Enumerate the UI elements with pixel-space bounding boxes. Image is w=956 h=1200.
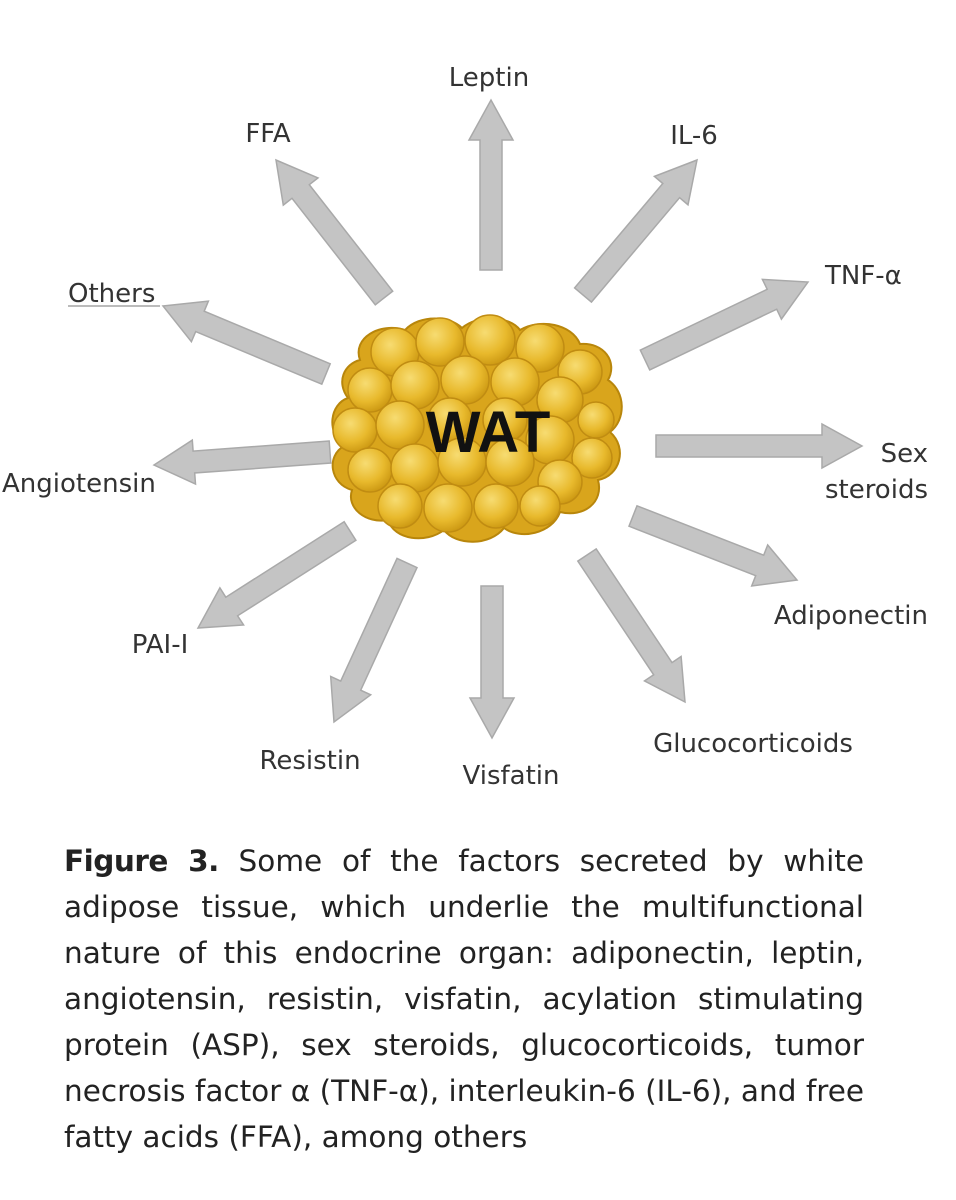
arrow-others xyxy=(161,300,332,386)
label-steroids: steroids xyxy=(825,475,928,505)
arrow-group xyxy=(152,98,864,740)
arrow-glucocorticoids xyxy=(576,547,686,704)
label-visfatin: Visfatin xyxy=(463,761,560,791)
arrow-angiotensin xyxy=(152,438,332,486)
wat-blob: WAT xyxy=(331,314,623,543)
arrow-leptin xyxy=(467,98,515,271)
label-adiponectin: Adiponectin xyxy=(774,601,928,631)
arrow-pai xyxy=(196,520,357,629)
label-resistin: Resistin xyxy=(259,746,360,776)
caption-text: Some of the factors secreted by white ad… xyxy=(64,844,864,1154)
label-ffa: FFA xyxy=(245,119,291,149)
label-sex: Sex xyxy=(881,439,928,469)
label-glucocorticoids: Glucocorticoids xyxy=(653,729,853,759)
label-pai: PAI-I xyxy=(132,630,189,660)
arrow-ffa xyxy=(275,158,394,306)
wat-label: WAT xyxy=(426,400,551,465)
arrow-il6 xyxy=(573,158,699,304)
label-leptin: Leptin xyxy=(449,63,529,93)
wat-secretion-diagram: WAT Leptin IL-6 TNF-α Sex steroids Adipo… xyxy=(2,63,928,791)
figure-caption: Figure 3. Some of the factors secreted b… xyxy=(64,838,864,1160)
arrow-tnf xyxy=(639,278,810,371)
label-others: Others xyxy=(68,279,155,309)
caption-label: Figure 3. xyxy=(64,844,219,878)
arrow-sex-steroids xyxy=(655,422,864,470)
factor-labels: Leptin IL-6 TNF-α Sex steroids Adiponect… xyxy=(2,63,928,791)
arrow-adiponectin xyxy=(628,504,799,587)
label-angiotensin: Angiotensin xyxy=(2,469,156,499)
arrow-visfatin xyxy=(468,585,516,740)
label-il6: IL-6 xyxy=(670,121,718,151)
arrow-resistin xyxy=(329,557,418,724)
label-tnf: TNF-α xyxy=(824,261,902,291)
